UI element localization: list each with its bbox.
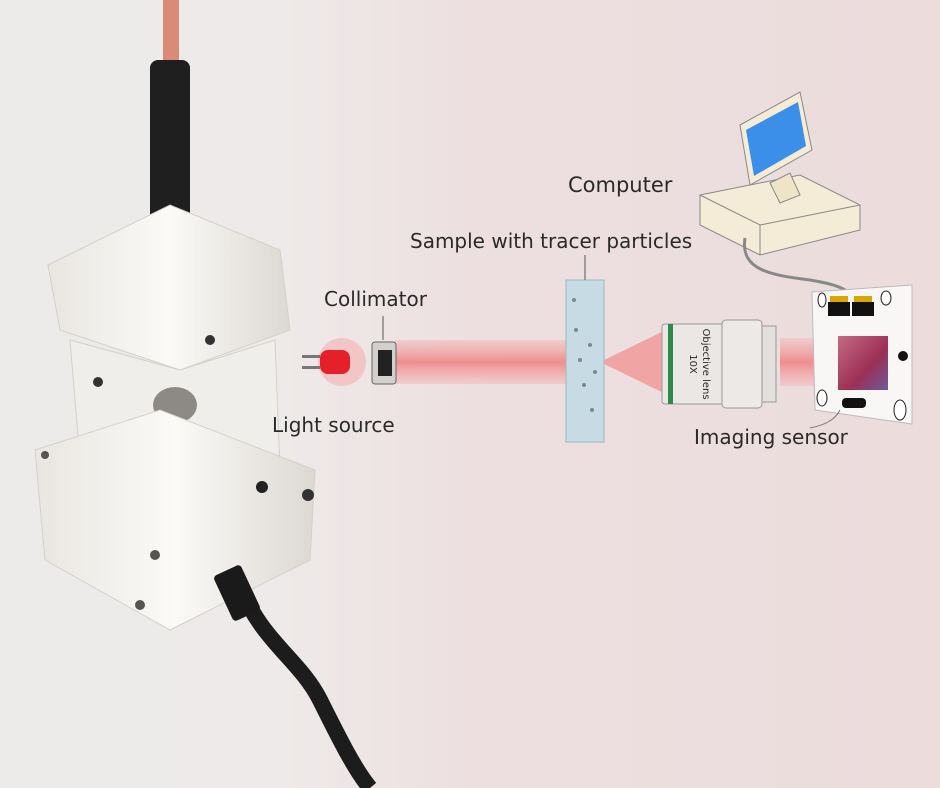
led-light-source-icon [302, 338, 366, 386]
screw-hole [93, 377, 103, 387]
focused-beam [600, 328, 670, 396]
objective-lens-icon: 10X Objective lens [661, 319, 777, 409]
lens-name: Objective lens [700, 328, 711, 399]
label-sample: Sample with tracer particles [410, 229, 692, 253]
screw-hole [256, 481, 268, 493]
collimator-icon [371, 341, 397, 385]
label-computer: Computer [568, 173, 673, 197]
label-imaging-sensor: Imaging sensor [694, 425, 849, 449]
tracer-particles [572, 298, 597, 412]
usb-cable [232, 582, 377, 788]
sensor-leader [809, 409, 841, 429]
screw-hole [41, 451, 49, 459]
collimated-beam [395, 340, 575, 384]
screw-hole [205, 335, 215, 345]
device-photo [34, 0, 377, 788]
screw-hole [150, 550, 160, 560]
usb-plug [214, 565, 260, 621]
top-block [47, 204, 291, 371]
computer-icon [699, 91, 861, 256]
sample-slide [565, 279, 605, 443]
label-light-source: Light source [272, 413, 395, 437]
label-collimator: Collimator [324, 287, 428, 311]
lens-magnification: 10X [687, 354, 698, 374]
imaging-sensor-icon [811, 284, 913, 425]
screw-hole [135, 600, 145, 610]
fiber-connector [150, 60, 190, 230]
screw-hole [302, 489, 314, 501]
fiber-cable [163, 0, 179, 70]
